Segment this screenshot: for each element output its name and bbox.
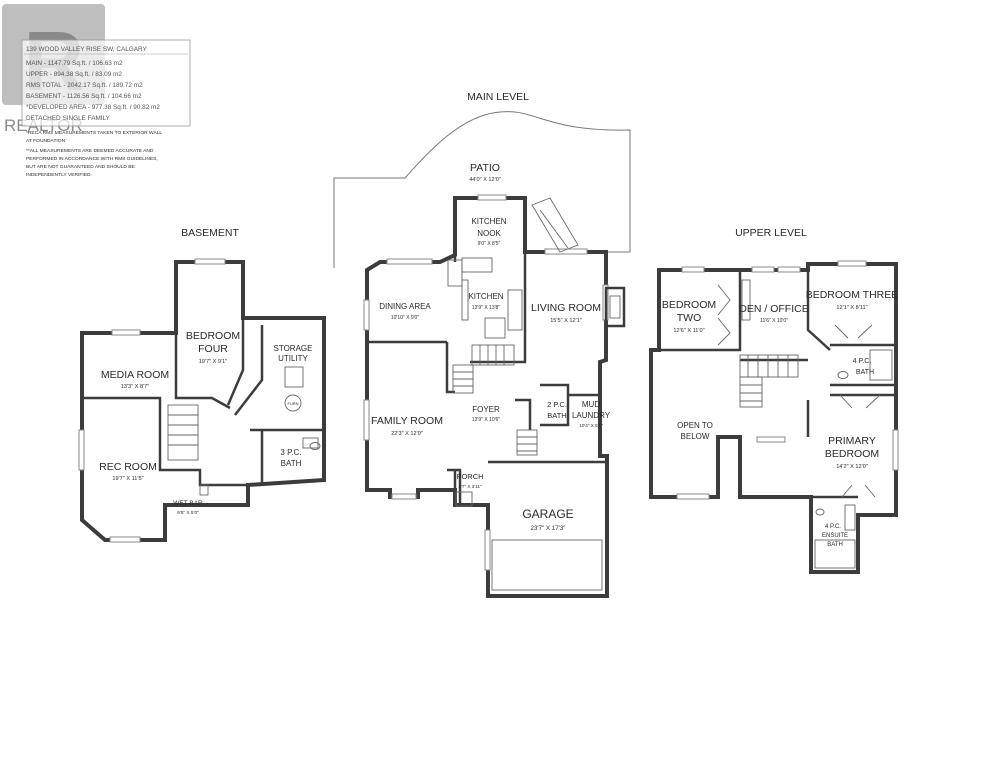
mud-laundry-dim: 10'4" X 5'1" <box>579 423 603 428</box>
mud-label: MUD <box>582 400 600 409</box>
den-office-dim: 11'6" X 10'0" <box>760 318 788 324</box>
dining-area-dim: 10'10" X 9'0" <box>391 315 419 321</box>
info-note-4: PERFORMED IN ACCORDANCE WITH RMS GUIDELI… <box>26 156 158 162</box>
bedroom-four-dim: 19'7" X 9'1" <box>199 359 228 365</box>
bath-4pc-label-2: BATH <box>856 369 874 376</box>
garage-label: GARAGE <box>522 507 573 521</box>
primary-bedroom-label-1: PRIMARY <box>828 435 876 447</box>
living-room-dim: 15'5" X 12'1" <box>550 318 582 324</box>
media-room-label: MEDIA ROOM <box>101 369 169 381</box>
info-box: 139 WOOD VALLEY RISE SW, CALGARY MAIN - … <box>21 39 191 178</box>
garage-dim: 23'7" X 17'3" <box>531 525 566 532</box>
bedroom-two-dim: 12'6" X 11'0" <box>673 328 704 334</box>
dining-area-label: DINING AREA <box>379 302 431 311</box>
porch-label: PORCH <box>456 472 483 481</box>
patio-label: PATIO <box>470 162 500 174</box>
rec-room-dim: 19'7" X 11'5" <box>112 476 143 482</box>
family-room-label: FAMILY ROOM <box>371 415 443 427</box>
kitchen-nook-label-2: NOOK <box>477 229 501 238</box>
bath-3pc-label-1: 3 P.C. <box>280 448 301 457</box>
patio-outline <box>333 111 631 268</box>
bath-4pc-label-1: 4 P.C. <box>853 358 872 365</box>
bedroom-four-label-2: FOUR <box>198 343 228 355</box>
upper-level-plan: BEDROOM TWO 12'6" X 11'0" DEN / OFFICE 1… <box>649 260 899 574</box>
basement-exterior-wall <box>80 260 326 542</box>
living-room-label: LIVING ROOM <box>531 302 601 314</box>
utility-label: UTILITY <box>278 354 308 363</box>
fireplace <box>604 286 626 328</box>
bedroom-three-dim: 12'1" X 8'11" <box>836 305 867 311</box>
info-box-frame <box>21 39 191 127</box>
basement-title: BASEMENT <box>181 227 239 239</box>
furnace-label: FURN <box>287 401 298 406</box>
wet-bar-label: WET BAR <box>173 500 203 507</box>
bath-2pc-label-2: BATH <box>547 411 566 420</box>
patio-dim: 44'0" X 12'0" <box>469 177 501 183</box>
info-note-5: BUT ARE NOT GUARANTEED AND SHOULD BE <box>26 164 136 170</box>
bath-3pc-label-2: BATH <box>281 459 302 468</box>
info-property-type: DETACHED SINGLE FAMILY <box>26 115 111 122</box>
family-room-dim: 22'3" X 12'0" <box>391 431 423 437</box>
storage-label: STORAGE <box>274 344 313 353</box>
wet-bar-dim: 6'5" X 5'0" <box>177 510 199 516</box>
kitchen-nook-dim: 9'0" X 8'5" <box>478 241 501 247</box>
info-developed-area: *DEVELOPED AREA - 977.38 Sq.ft. / 90.82 … <box>26 104 160 111</box>
info-address: 139 WOOD VALLEY RISE SW, CALGARY <box>26 46 147 53</box>
kitchen-dim: 13'9" X 13'8" <box>472 305 500 311</box>
kitchen-label: KITCHEN <box>468 292 503 301</box>
basement-plan: FURN MEDIA ROOM 13'3" X 8'7" REC ROOM 19… <box>78 258 326 543</box>
bedroom-two-label-2: TWO <box>677 312 702 324</box>
foyer-dim: 13'9" X 10'6" <box>472 417 500 423</box>
info-basement-area: BASEMENT - 1126.56 Sq.ft. / 104.66 m2 <box>26 93 142 100</box>
info-note-1: *RECA RMS MEASUREMENTS TAKEN TO EXTERIOR… <box>26 130 162 136</box>
upper-level-title: UPPER LEVEL <box>735 227 807 239</box>
info-note-2: AT FOUNDATION <box>26 138 66 144</box>
primary-bedroom-dim: 14'2" X 12'0" <box>836 464 868 470</box>
info-note-3: **ALL MEASUREMENTS ARE DEEMED ACCURATE A… <box>26 148 154 154</box>
media-room-dim: 13'3" X 8'7" <box>121 384 150 390</box>
open-to-below-label-2: BELOW <box>681 432 710 441</box>
kitchen-nook-label-1: KITCHEN <box>471 217 506 226</box>
info-upper-area: UPPER - 894.38 Sq.ft. / 83.09 m2 <box>26 71 122 78</box>
primary-bedroom-label-2: BEDROOM <box>825 448 879 460</box>
laundry-label: LAUNDRY <box>572 411 611 420</box>
bath-2pc-label-1: 2 P.C. <box>547 400 567 409</box>
foyer-label: FOYER <box>472 405 500 414</box>
open-to-below-label-1: OPEN TO <box>677 421 713 430</box>
main-level-title: MAIN LEVEL <box>467 91 529 103</box>
ensuite-label-3: BATH <box>827 542 843 548</box>
info-main-area: MAIN - 1147.79 Sq.ft. / 106.63 m2 <box>26 60 123 67</box>
bedroom-three-label: BEDROOM THREE <box>806 289 899 301</box>
info-rms-total: RMS TOTAL - 2042.17 Sq.ft. / 189.72 m2 <box>26 82 143 89</box>
porch-dim: 4'7" X 3'11" <box>458 484 481 489</box>
rec-room-label: REC ROOM <box>99 461 157 473</box>
bedroom-two-label-1: BEDROOM <box>662 299 716 311</box>
info-note-6: INDEPENDENTLY VERIFIED. <box>26 172 92 178</box>
bedroom-four-label-1: BEDROOM <box>186 330 240 342</box>
main-level-plan: PATIO 44'0" X 12'0" KITCHEN NOOK 9'0" X … <box>333 111 631 598</box>
ensuite-label-1: 4 P.C. <box>825 524 841 530</box>
ensuite-label-2: ENSUITE <box>822 533 848 539</box>
den-office-label: DEN / OFFICE <box>739 303 808 315</box>
